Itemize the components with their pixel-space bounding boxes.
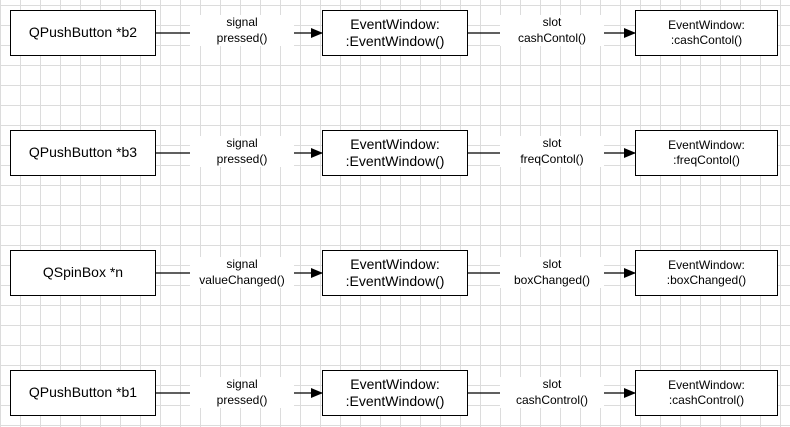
source-box-b2: QPushButton *b2 [10, 10, 156, 56]
slot-kind: slot [542, 377, 562, 391]
signal-name: pressed() [216, 151, 268, 166]
middle-box-row1: EventWindow: :EventWindow() [322, 130, 468, 176]
signal-name: pressed() [216, 30, 268, 45]
middle-line2: :EventWindow() [345, 273, 445, 289]
slot-kind: slot [542, 15, 562, 29]
middle-line1: EventWindow: [350, 255, 440, 272]
source-label: QPushButton *b1 [28, 384, 138, 401]
target-line2: :cashControl() [668, 393, 745, 407]
slot-kind: slot [542, 257, 562, 271]
slot-label-row3: slot cashControl() [500, 377, 604, 409]
target-line1: EventWindow: [668, 138, 745, 152]
target-line1: EventWindow: [668, 258, 745, 272]
signal-label-b1: signal pressed() [190, 377, 294, 409]
signal-label-b2: signal pressed() [190, 15, 294, 47]
source-box-b3: QPushButton *b3 [10, 130, 156, 176]
middle-line1: EventWindow: [350, 135, 440, 152]
signal-kind: signal [226, 15, 258, 29]
target-line1: EventWindow: [668, 378, 745, 392]
slot-kind: slot [542, 136, 562, 150]
source-label: QSpinBox *n [42, 264, 124, 281]
middle-line2: :EventWindow() [345, 33, 445, 49]
target-box-row1: EventWindow: :freqContol() [635, 130, 778, 176]
slot-label-row1: slot freqContol() [500, 136, 604, 168]
signal-kind: signal [226, 377, 258, 391]
target-line2: :boxChanged() [666, 273, 747, 287]
source-label: QPushButton *b2 [28, 24, 138, 41]
middle-line1: EventWindow: [350, 15, 440, 32]
signal-kind: signal [226, 136, 258, 150]
source-box-b1: QPushButton *b1 [10, 370, 156, 416]
middle-line2: :EventWindow() [345, 393, 445, 409]
middle-box-row3: EventWindow: :EventWindow() [322, 370, 468, 416]
target-box-row2: EventWindow: :boxChanged() [635, 250, 778, 296]
slot-name: freqContol() [520, 151, 584, 166]
target-box-row0: EventWindow: :cashContol() [635, 10, 778, 56]
target-line2: :cashContol() [670, 33, 743, 47]
slot-name: boxChanged() [513, 272, 591, 287]
source-label: QPushButton *b3 [28, 144, 138, 161]
slot-label-row0: slot cashContol() [500, 15, 604, 47]
source-box-n: QSpinBox *n [10, 250, 156, 296]
target-line2: :freqContol() [673, 153, 740, 167]
middle-box-row2: EventWindow: :EventWindow() [322, 250, 468, 296]
target-line1: EventWindow: [668, 18, 745, 32]
target-box-row3: EventWindow: :cashControl() [635, 370, 778, 416]
signal-label-n: signal valueChanged() [190, 257, 294, 289]
slot-name: cashContol() [517, 30, 587, 45]
signal-label-b3: signal pressed() [190, 136, 294, 168]
middle-box-row0: EventWindow: :EventWindow() [322, 10, 468, 56]
middle-line1: EventWindow: [350, 375, 440, 392]
signal-name: pressed() [216, 392, 268, 407]
slot-name: cashControl() [515, 392, 589, 407]
signal-name: valueChanged() [199, 272, 285, 287]
slot-label-row2: slot boxChanged() [500, 257, 604, 289]
signal-kind: signal [226, 257, 258, 271]
middle-line2: :EventWindow() [345, 153, 445, 169]
